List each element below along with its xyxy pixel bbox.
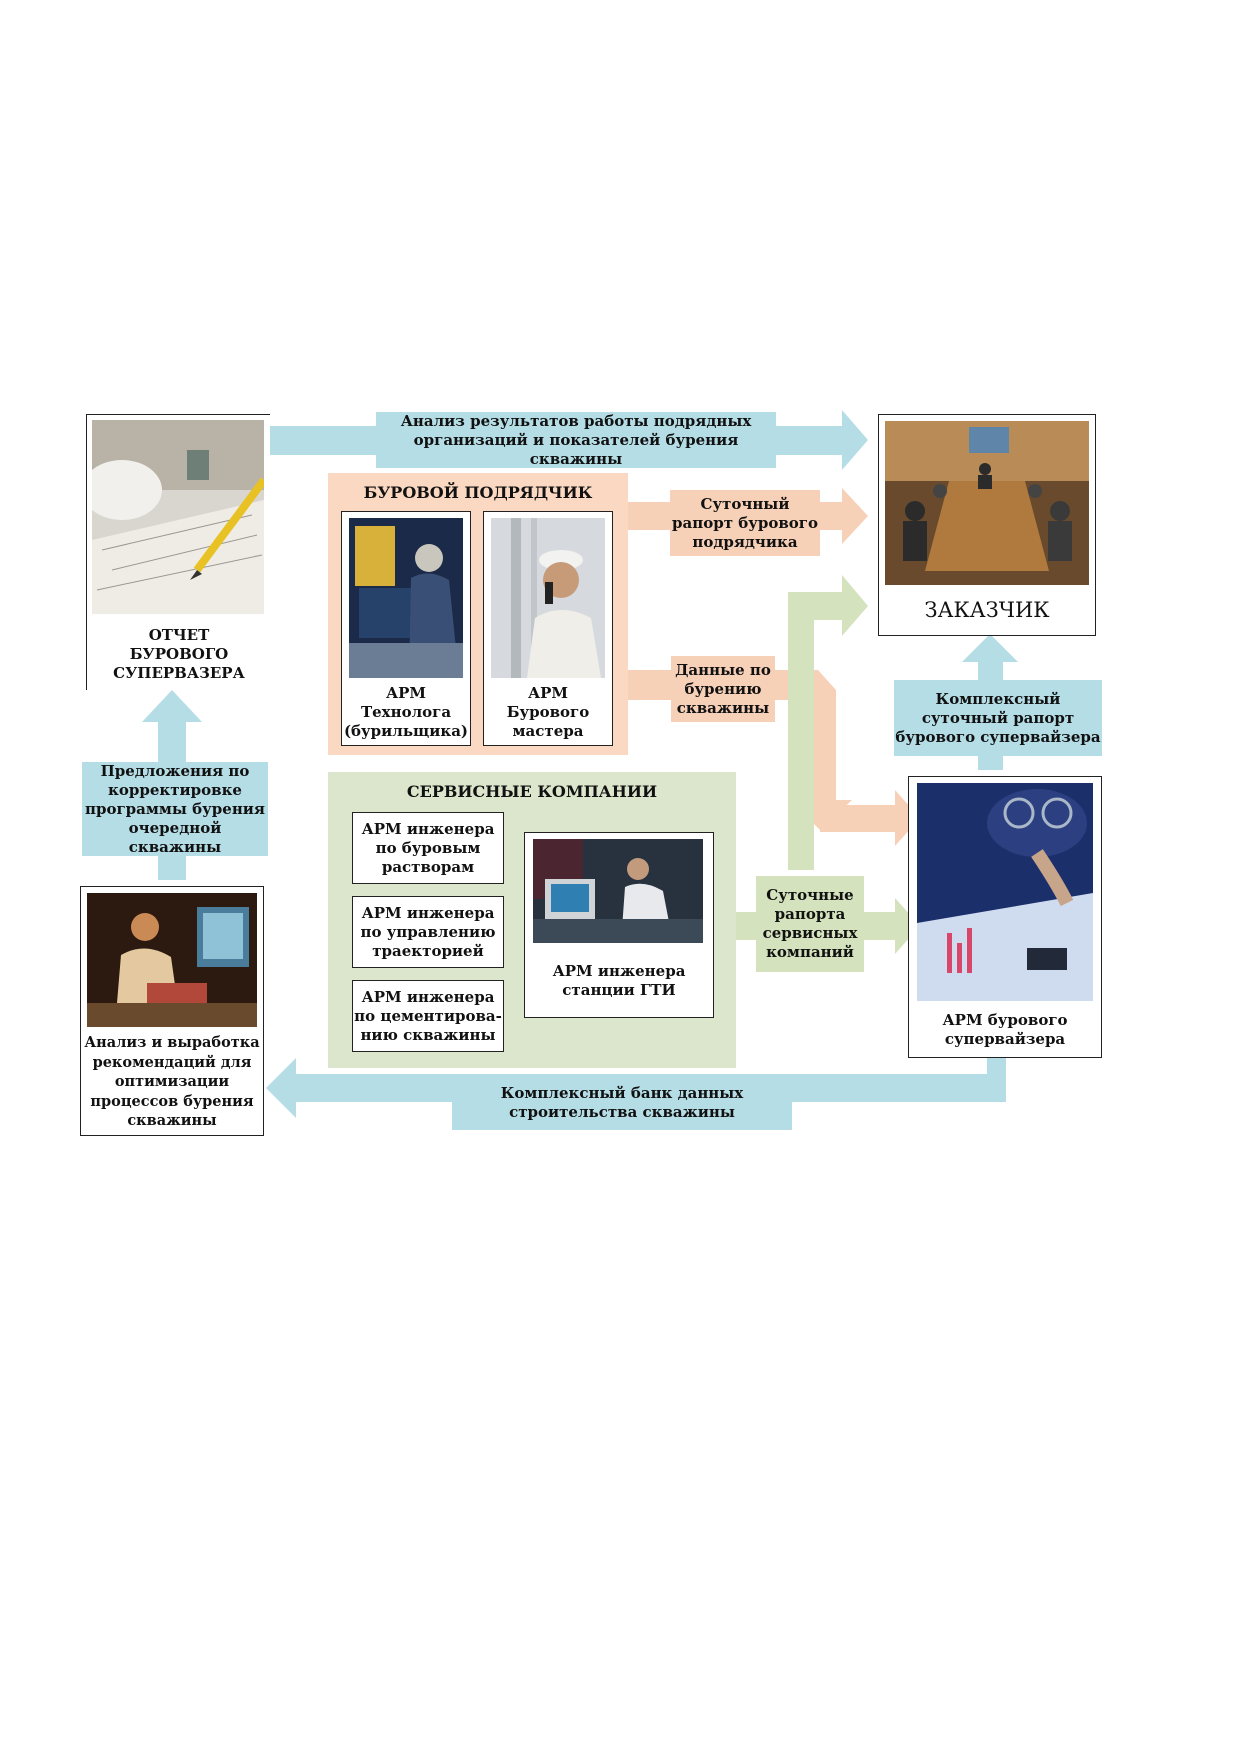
arm-supervisor-box: АРМ бурового супервайзера — [908, 776, 1102, 1058]
customer-title: ЗАКАЗЧИК — [924, 597, 1050, 622]
arm-technologist-card: АРМ Технолога (бурильщика) — [341, 511, 471, 746]
arm-supervisor-label: АРМ бурового супервайзера — [942, 1011, 1068, 1048]
arm-trajectory-engineer: АРМ инженера по управлению траекторией — [352, 896, 504, 968]
flow-label-drilling-data: Данные по бурению скважины — [671, 656, 775, 722]
flow-label-daily-contractor: Суточный рапорт бурового подрядчика — [670, 490, 820, 556]
supervisor-report-box: ОТЧЕТ БУРОВОГО СУПЕРВАЗЕРА — [86, 414, 270, 690]
arm-technologist-label: АРМ Технолога (бурильщика) — [343, 683, 469, 740]
service-companies-block: СЕРВИСНЫЕ КОМПАНИИ АРМ инженера по буров… — [328, 772, 736, 1068]
arm-gti-label: АРМ инженера станции ГТИ — [552, 962, 686, 999]
gti-station-photo — [533, 839, 703, 943]
flow-label-proposals: Предложения по корректировке программы б… — [82, 762, 268, 856]
arm-master-card: АРМ Бурового мастера — [483, 511, 613, 746]
master-on-phone-photo — [491, 518, 605, 678]
analysis-box-label: Анализ и выработка рекомендаций для опти… — [84, 1034, 260, 1130]
engineer-workstation-photo — [87, 893, 257, 1027]
flow-label-daily-service: Суточные рапорта сервисных компаний — [756, 876, 864, 972]
flow-label-top-analysis: Анализ результатов работы подрядных орга… — [376, 412, 776, 468]
flow-label-complex-daily: Комплексный суточный рапорт бурового суп… — [894, 680, 1102, 756]
arm-cementing-engineer: АРМ инженера по цементирова- нию скважин… — [352, 980, 504, 1052]
drilling-contractor-block: БУРОВОЙ ПОДРЯДЧИК АРМ Технолога (бурильщ… — [328, 473, 628, 755]
drafting-pencil-photo — [92, 420, 264, 614]
arm-master-label: АРМ Бурового мастера — [506, 683, 590, 740]
supervisor-report-title: ОТЧЕТ БУРОВОГО СУПЕРВАЗЕРА — [113, 625, 245, 682]
analyst-charts-photo — [917, 783, 1093, 1001]
meeting-room-photo — [885, 421, 1089, 585]
arm-mud-engineer: АРМ инженера по буровым растворам — [352, 812, 504, 884]
drilling-contractor-title: БУРОВОЙ ПОДРЯДЧИК — [363, 482, 593, 502]
customer-box: ЗАКАЗЧИК — [878, 414, 1096, 636]
flow-label-data-bank: Комплексный банк данных строительства ск… — [452, 1076, 792, 1130]
analysis-box: Анализ и выработка рекомендаций для опти… — [80, 886, 264, 1136]
operator-control-panel-photo — [349, 518, 463, 678]
service-companies-title: СЕРВИСНЫЕ КОМПАНИИ — [406, 781, 658, 801]
arm-gti-card: АРМ инженера станции ГТИ — [524, 832, 714, 1018]
arrow-service-to-customer — [788, 575, 868, 870]
